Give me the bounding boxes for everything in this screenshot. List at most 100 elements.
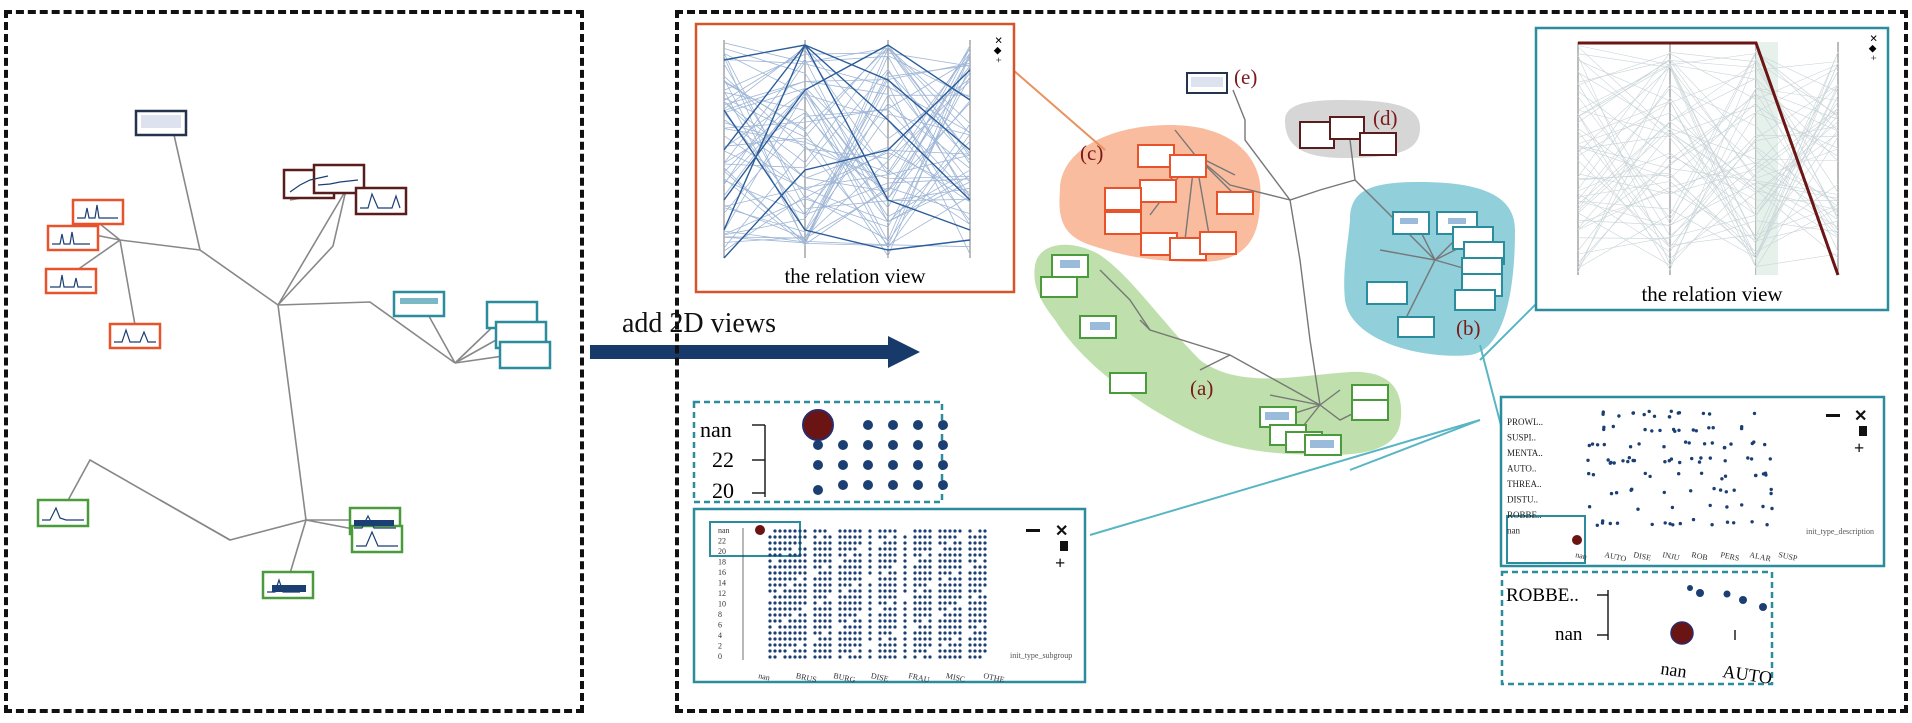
node-green-1[interactable]	[36, 498, 90, 528]
scatter-right-dot	[1587, 505, 1592, 509]
scatter-left-dot	[938, 565, 942, 569]
scatter-left-dot	[823, 589, 827, 593]
right-tree-nodes	[1040, 72, 1505, 456]
zoom-left-dot	[888, 420, 898, 430]
zoom-left-dot	[913, 460, 923, 470]
scatter-left-dot	[768, 631, 772, 635]
node-d-3[interactable]	[1359, 132, 1397, 156]
scatter-left-dot	[818, 559, 822, 563]
scatter-left-dot	[843, 583, 847, 587]
pc-line	[723, 54, 971, 257]
scatter-left-dot	[968, 613, 972, 617]
node-darkred-3[interactable]	[354, 186, 408, 216]
scatter-left-dot	[773, 643, 777, 647]
scatter-left-dot	[928, 535, 932, 539]
scatter-left-dot	[843, 595, 847, 599]
scatter-left-dot	[938, 607, 942, 611]
pc-line	[723, 101, 971, 203]
node-b-8[interactable]	[1366, 281, 1408, 305]
pc-line	[723, 91, 971, 232]
node-c-2[interactable]	[1169, 154, 1207, 178]
scatter-right-dot	[1677, 472, 1681, 476]
scatter-left-dot	[903, 547, 907, 551]
relation-view-right-controls[interactable]: ✕ ◆ +	[1867, 34, 1878, 61]
node-green-3[interactable]	[350, 524, 404, 554]
scatter-left-dot	[803, 649, 807, 653]
scatter-right-dot	[1608, 521, 1613, 526]
node-c-4[interactable]	[1104, 187, 1142, 211]
scatter-left-dot	[818, 637, 822, 641]
scatter-left-dot	[793, 559, 797, 563]
scatter-left-dot	[773, 529, 777, 533]
scatter-left-y-label: 8	[718, 610, 722, 619]
node-b-7[interactable]	[1454, 289, 1496, 311]
scatter-left-dot	[903, 553, 907, 557]
scatter-left-dot	[958, 655, 962, 659]
scatter-left-dot	[938, 643, 942, 647]
node-d-2[interactable]	[1329, 116, 1365, 140]
zoom-left-dot	[838, 440, 848, 450]
scatter-left-dot	[883, 553, 887, 557]
scatter-left-dot	[943, 625, 947, 629]
scatter-left-dot	[943, 619, 947, 623]
scatter-left-dot	[913, 631, 917, 635]
node-a-2[interactable]	[1040, 276, 1078, 298]
scatter-left-dot	[923, 613, 927, 617]
scatter-left-dot	[943, 529, 947, 533]
scatter-left-dot	[953, 601, 957, 605]
scatter-right-dot	[1690, 456, 1694, 461]
scatter-left-dot	[768, 601, 772, 605]
pc-line	[1577, 112, 1839, 211]
node-c-9[interactable]	[1199, 231, 1237, 255]
scatter-right-dot	[1667, 459, 1672, 463]
scatter-left-dot	[868, 553, 872, 557]
scatter-left-dot	[883, 535, 887, 539]
zoom-left-dot	[863, 460, 873, 470]
scatter-left-dot	[923, 655, 927, 659]
scatter-left-controls[interactable]: ✕ +	[1026, 523, 1068, 573]
scatter-right-controls[interactable]: ✕ +	[1826, 408, 1867, 458]
scatter-right-dot	[1691, 517, 1696, 522]
scatter-left-dot	[978, 601, 982, 605]
scatter-right-dot	[1732, 521, 1736, 525]
node-a-4[interactable]	[1109, 372, 1147, 394]
scatter-left-dot	[883, 619, 887, 623]
scatter-right-dot	[1663, 521, 1667, 525]
scatter-right-dot	[1670, 505, 1675, 510]
scatter-left-dot	[858, 595, 862, 599]
scatter-left-dot	[973, 577, 977, 581]
scatter-left-dot	[953, 607, 957, 611]
pc-line	[1577, 52, 1839, 238]
scatter-left-dot	[918, 565, 922, 569]
scatter-left-dot	[938, 577, 942, 581]
node-orange-4[interactable]	[108, 322, 162, 350]
node-a-6[interactable]	[1351, 399, 1389, 421]
scatter-left-dot	[878, 655, 882, 659]
scatter-right-dot	[1650, 429, 1654, 433]
scatter-left-dot	[828, 559, 832, 563]
pc-line	[1577, 64, 1839, 260]
scatter-left-dot	[918, 631, 922, 635]
scatter-left-dot	[943, 535, 947, 539]
scatter-left-dot	[918, 643, 922, 647]
scatter-left-dot	[838, 529, 842, 533]
pc-line	[1577, 77, 1839, 212]
relation-view-left-controls[interactable]: ✕ ◆ +	[992, 36, 1003, 63]
scatter-right-dot	[1723, 459, 1727, 463]
node-c-5[interactable]	[1104, 211, 1142, 235]
scatter-left-dot	[893, 583, 897, 587]
node-c-6[interactable]	[1216, 191, 1254, 215]
scatter-left-dot	[923, 565, 927, 569]
scatter-left-dot	[878, 619, 882, 623]
scatter-left-dot	[958, 571, 962, 575]
node-teal-4[interactable]	[498, 340, 552, 370]
zoom-left-dot	[913, 420, 923, 430]
scatter-left-dot	[953, 649, 957, 653]
scatter-right-dot	[1628, 445, 1633, 449]
node-orange-1[interactable]	[46, 224, 100, 252]
node-b-9[interactable]	[1397, 316, 1435, 338]
scatter-left-dot	[973, 589, 977, 593]
node-d-1[interactable]	[1299, 121, 1335, 149]
node-orange-3[interactable]	[44, 267, 98, 295]
scatter-left-dot	[858, 583, 862, 587]
